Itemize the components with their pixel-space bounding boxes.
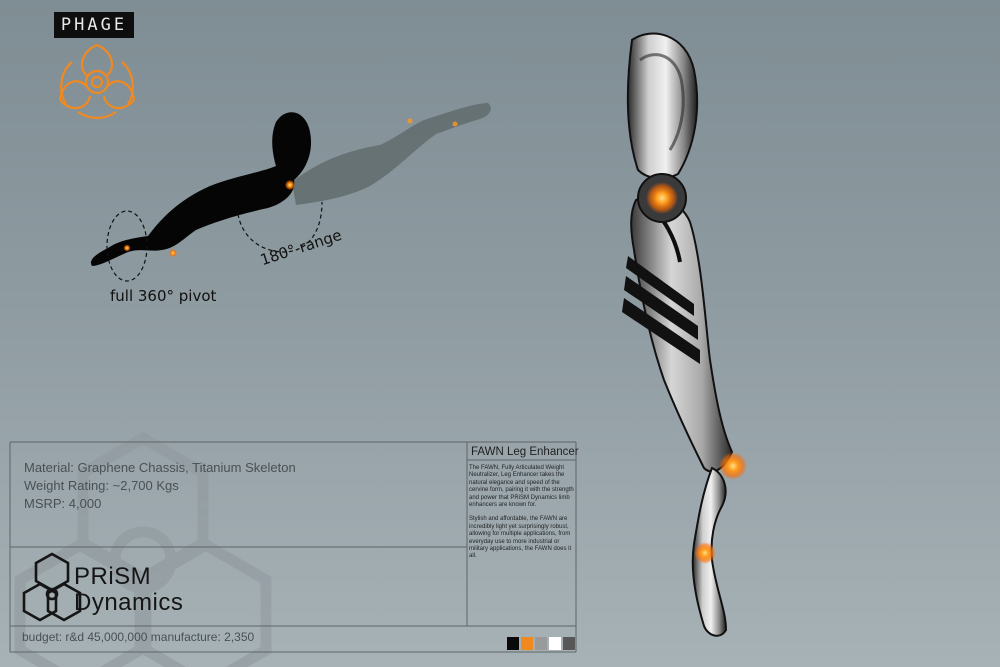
palette-swatch [521, 637, 533, 650]
spec-msrp: MSRP: 4,000 [24, 496, 102, 511]
watermark-hex-logo [14, 431, 272, 667]
shadow-joint-2 [452, 121, 458, 127]
silhouette-joint-knee [285, 180, 295, 190]
silhouette-joint-ankle [169, 249, 177, 257]
budget-line: budget: r&d 45,000,000 manufacture: 2,35… [22, 630, 255, 644]
phage-logo-text: PHAGE [54, 12, 134, 38]
product-title: FAWN Leg Enhancer [471, 446, 579, 458]
shadow-joint-1 [407, 118, 413, 124]
brand-name-line1: PRiSM [74, 563, 152, 590]
description-paragraph-1: The FAWN, Fully Articulated Weight Neutr… [469, 465, 574, 509]
leg-shadow-silhouette [292, 103, 491, 205]
palette-swatch [535, 637, 547, 650]
pivot-annotation: full 360° pivot [110, 287, 217, 305]
palette-swatch [563, 637, 575, 650]
spec-weight: Weight Rating: ~2,700 Kgs [24, 478, 179, 493]
brand-name-line2: Dynamics [74, 589, 184, 616]
brand-name: PRiSM Dynamics [74, 564, 183, 616]
description-paragraph-2: Stylish and affordable, the FAWN are inc… [469, 516, 572, 560]
leg-render [622, 32, 747, 637]
product-description: The FAWN, Fully Articulated Weight Neutr… [469, 465, 574, 568]
silhouette-joint-foot [123, 244, 131, 252]
prism-logo-icon [22, 552, 82, 622]
pivot-range-marker [106, 210, 148, 282]
spec-panel-frame [9, 441, 577, 653]
palette-swatch [507, 637, 519, 650]
palette-swatch [549, 637, 561, 650]
knee-range-arc [237, 201, 323, 253]
phage-emblem-icon [58, 43, 136, 120]
leg-silhouette [90, 112, 312, 266]
spec-material: Material: Graphene Chassis, Titanium Ske… [24, 460, 296, 475]
